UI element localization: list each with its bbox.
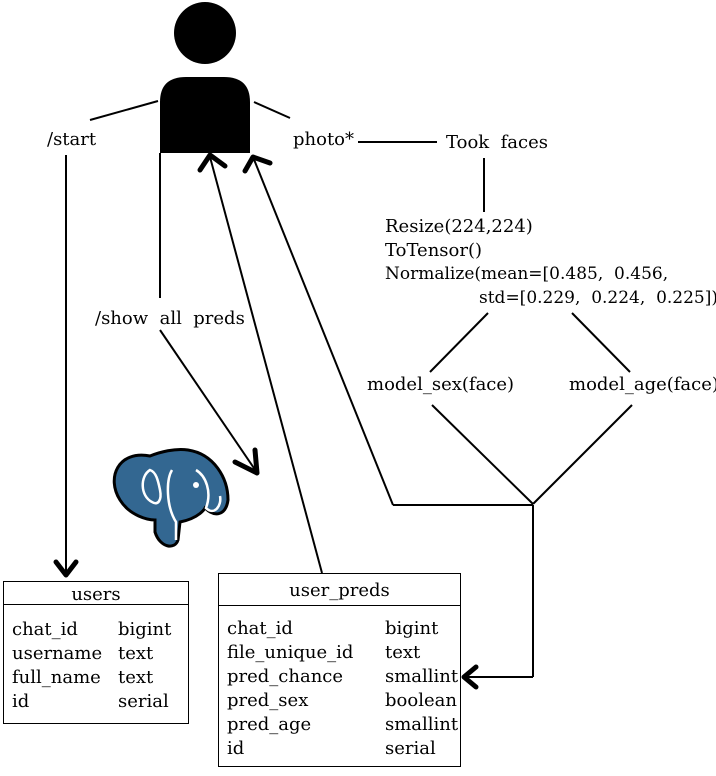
users-col-type: serial: [118, 691, 169, 712]
normalize-step-label-line1: Normalize(mean=[0.485, 0.456,: [385, 264, 669, 284]
normalize-step-label-line2: std=[0.229, 0.224, 0.225]),: [479, 288, 716, 308]
user-preds-col-type: serial: [385, 738, 436, 759]
users-col-type: text: [118, 643, 154, 664]
users-col-type: bigint: [118, 619, 172, 640]
user-preds-table: user_preds chat_id bigint file_unique_id…: [218, 573, 461, 767]
resize-step-label: Resize(224,224): [385, 216, 533, 237]
users-col-name: username: [12, 643, 103, 664]
photo-command-label: photo*: [293, 129, 355, 150]
users-table-divider: [4, 604, 188, 605]
to-tensor-step-label: ToTensor(): [385, 240, 483, 261]
users-table: users chat_id bigint username text full_…: [3, 581, 189, 724]
users-col-name: chat_id: [12, 619, 78, 640]
result-to-user-line: [252, 156, 394, 506]
users-col-name: id: [12, 691, 30, 712]
user-preds-col-type: bigint: [385, 618, 439, 639]
start-connector-line: [89, 100, 159, 121]
db-arrowhead: [232, 447, 260, 476]
show-all-preds-command-label: /show all preds: [95, 308, 245, 329]
user-preds-col-name: pred_sex: [227, 690, 309, 711]
user-preds-col-name: chat_id: [227, 618, 293, 639]
model-age-to-merge-line: [532, 404, 633, 505]
user-preds-col-name: pred_chance: [227, 666, 344, 687]
user-preds-col-name: id: [227, 738, 245, 759]
db-to-user-arrowhead: [197, 152, 228, 173]
users-col-type: text: [118, 667, 154, 688]
users-col-name: full_name: [12, 667, 101, 688]
users-table-title: users: [71, 584, 121, 605]
user-icon: [160, 2, 250, 153]
connectors: [53, 100, 633, 690]
user-preds-col-type: smallint: [385, 666, 459, 687]
postgresql-elephant-icon: [112, 448, 230, 548]
to-model-sex-line: [429, 312, 489, 373]
took-faces-label: Took faces: [446, 132, 548, 153]
photo-connector-line: [253, 101, 291, 119]
show-preds-to-db-line: [159, 329, 259, 475]
user-preds-col-type: boolean: [385, 690, 457, 711]
user-preds-col-type: smallint: [385, 714, 459, 735]
user-preds-table-title: user_preds: [289, 580, 390, 601]
users-arrowhead: [53, 559, 79, 578]
preds-arrowhead: [461, 664, 479, 690]
model-age-label: model_age(face): [569, 374, 716, 395]
user-preds-col-name: pred_age: [227, 714, 312, 735]
user-preds-col-type: text: [385, 642, 421, 663]
result-arrowhead: [242, 154, 273, 174]
to-model-age-line: [571, 312, 631, 373]
db-to-user-line: [209, 156, 323, 574]
model-sex-to-merge-line: [431, 404, 534, 505]
user-preds-table-divider: [219, 605, 460, 606]
user-preds-col-name: file_unique_id: [227, 642, 354, 663]
model-sex-label: model_sex(face): [367, 374, 515, 395]
start-command-label: /start: [47, 129, 97, 150]
